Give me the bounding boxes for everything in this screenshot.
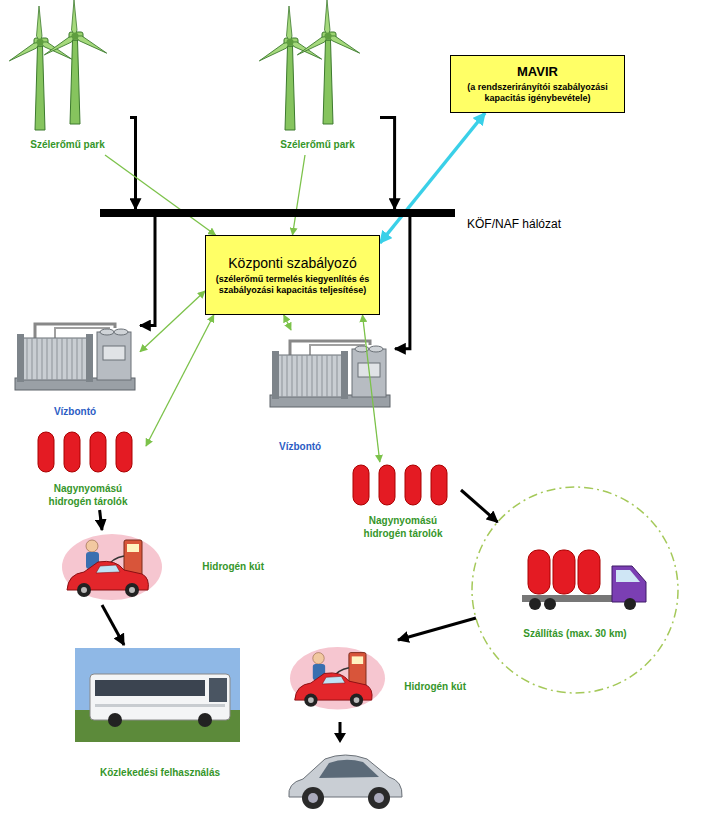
node-note: (szélerőmű termelés kiegyenlítés és szab… bbox=[212, 274, 373, 296]
wind-farm: Szélerőmű park bbox=[255, 5, 380, 155]
hydrogen-station: Hidrogén kút bbox=[60, 530, 270, 605]
flow-connector bbox=[100, 510, 102, 530]
node-label: Nagynyomású hidrogén tárolók bbox=[345, 515, 461, 540]
node-label: Közlekedési felhasználás bbox=[98, 767, 222, 780]
node-label: Szélerőmű park bbox=[278, 139, 356, 152]
node-note: (a rendszerirányítói szabályozási kapaci… bbox=[457, 82, 618, 104]
flow-connector bbox=[395, 217, 410, 349]
transport-use: Közlekedési felhasználás bbox=[70, 645, 250, 785]
flow-connector bbox=[284, 315, 291, 330]
flow-connector bbox=[140, 217, 155, 326]
flow-connector bbox=[140, 291, 205, 352]
flow-connector bbox=[363, 315, 380, 462]
node-label: Hidrogén kút bbox=[402, 681, 468, 694]
flow-connector bbox=[293, 155, 306, 235]
node-label: Nagynyomású hidrogén tárolók bbox=[30, 483, 146, 508]
hydrogen-station: Hidrogén kút bbox=[290, 640, 470, 720]
electrolyser: Vízbontó bbox=[265, 330, 395, 455]
node-label: Központi szabályozó bbox=[228, 255, 356, 271]
flow-connector bbox=[380, 118, 395, 210]
node-label: Hidrogén kút bbox=[200, 561, 266, 574]
hydrogen-storage: Nagynyomású hidrogén tárolók bbox=[345, 462, 461, 542]
node-label: Vízbontó bbox=[52, 406, 98, 419]
electrolyser: Vízbontó bbox=[10, 315, 140, 420]
flow-connector bbox=[146, 315, 214, 446]
flow-connector bbox=[130, 118, 136, 210]
node-label: KÖF/NAF hálózat bbox=[465, 217, 563, 231]
hydrogen-storage: Nagynyomású hidrogén tárolók bbox=[30, 430, 146, 510]
flow-connector bbox=[398, 618, 476, 640]
node-label: Vízbontó bbox=[277, 441, 323, 454]
node-label: Szállítás (max. 30 km) bbox=[521, 628, 628, 641]
flow-connector bbox=[102, 605, 124, 645]
transport-circle: Szállítás (max. 30 km) bbox=[470, 485, 680, 695]
operator-box: MAVIR (a rendszerirányítói szabályozási k… bbox=[450, 55, 625, 113]
flow-connector bbox=[461, 490, 498, 522]
controller-box: Központi szabályozó (szélerőmű termelés k… bbox=[205, 235, 380, 315]
node-label: MAVIR bbox=[517, 64, 558, 79]
flow-connector bbox=[105, 155, 216, 235]
node-label: Szélerőmű park bbox=[28, 139, 106, 152]
wind-farm: Szélerőmű park bbox=[5, 5, 130, 155]
grid-busbar: KÖF/NAF hálózat bbox=[100, 209, 455, 217]
